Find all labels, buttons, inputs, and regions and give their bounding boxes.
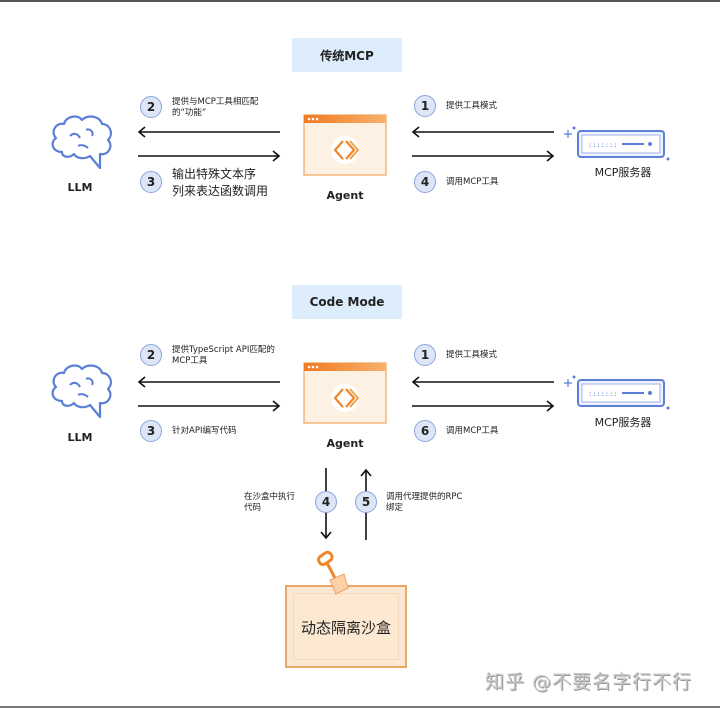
section-title-code-mode: Code Mode [292,285,402,319]
top-border [0,0,720,2]
step-4-label-line2: 代码 [244,503,262,513]
agent-label: Agent [326,189,364,202]
step-4-label: 在沙盒中执行 代码 [244,492,295,514]
svg-text::::::::: ::::::: [588,390,618,398]
step-badge-3: 3 [140,171,162,193]
step-3-label: 输出特殊文本序 列来表达函数调用 [172,166,268,200]
step-badge-3: 3 [140,420,162,442]
svg-text::::::::: ::::::: [588,141,618,149]
agent-window-icon [303,362,387,424]
step-2-label-line1: 提供与MCP工具相匹配 [172,97,259,107]
step-4-label: 调用MCP工具 [446,177,499,187]
step-badge-1: 1 [414,95,436,117]
step-2-label: 提供TypeScript API匹配的 MCP工具 [172,345,275,367]
watermark: 知乎 @不要名字行不行 [485,671,693,693]
step-badge-2: 2 [140,96,162,118]
server-icon: ::::::: [564,375,670,410]
server-icon: ::::::: [564,126,670,161]
step-badge-4: 4 [414,171,436,193]
llm-label: LLM [67,431,93,444]
step-1-label: 提供工具模式 [446,350,498,360]
step-3-label-line1: 输出特殊文本序 [172,167,257,181]
brain-icon [51,115,112,170]
llm-label: LLM [67,181,93,194]
step-badge-2: 2 [140,344,162,366]
step-1-label: 提供工具模式 [446,101,498,111]
step-5-label-line1: 调用代理提供的RPC [386,492,463,502]
arrow-pair-agent-server [411,126,555,162]
step-2-label: 提供与MCP工具相匹配 的“功能” [172,97,258,119]
server-label: MCP服务器 [594,166,652,179]
step-3-label: 针对API编写代码 [172,426,237,436]
step-2-label-line1: 提供TypeScript API匹配的 [172,345,275,355]
step-badge-1: 1 [414,344,436,366]
sandbox-box: 动态隔离沙盒 [285,585,407,668]
server-label: MCP服务器 [594,416,652,429]
bottom-border [0,706,720,708]
step-4-label-line1: 在沙盒中执行 [244,492,296,502]
agent-label: Agent [326,437,364,450]
sandbox-inner [293,593,399,660]
step-5-label-line2: 绑定 [386,503,404,513]
step-badge-5: 5 [355,491,377,513]
step-badge-6: 6 [414,420,436,442]
arrow-pair-llm-agent [137,376,281,412]
arrow-pair-llm-agent [137,126,281,162]
arrow-pair-agent-server [411,376,555,412]
key-pin-icon [317,550,349,595]
step-2-label-line2: 的“功能” [172,108,207,118]
sandbox-label: 动态隔离沙盒 [300,619,391,637]
step-2-label-line2: MCP工具 [172,356,208,366]
section-title-traditional-mcp: 传统MCP [292,38,402,72]
step-6-label: 调用MCP工具 [446,426,499,436]
agent-window-icon [303,114,387,176]
step-3-label-line2: 列来表达函数调用 [172,184,269,198]
step-badge-4: 4 [315,491,337,513]
brain-icon [51,364,112,419]
step-5-label: 调用代理提供的RPC 绑定 [386,492,462,514]
